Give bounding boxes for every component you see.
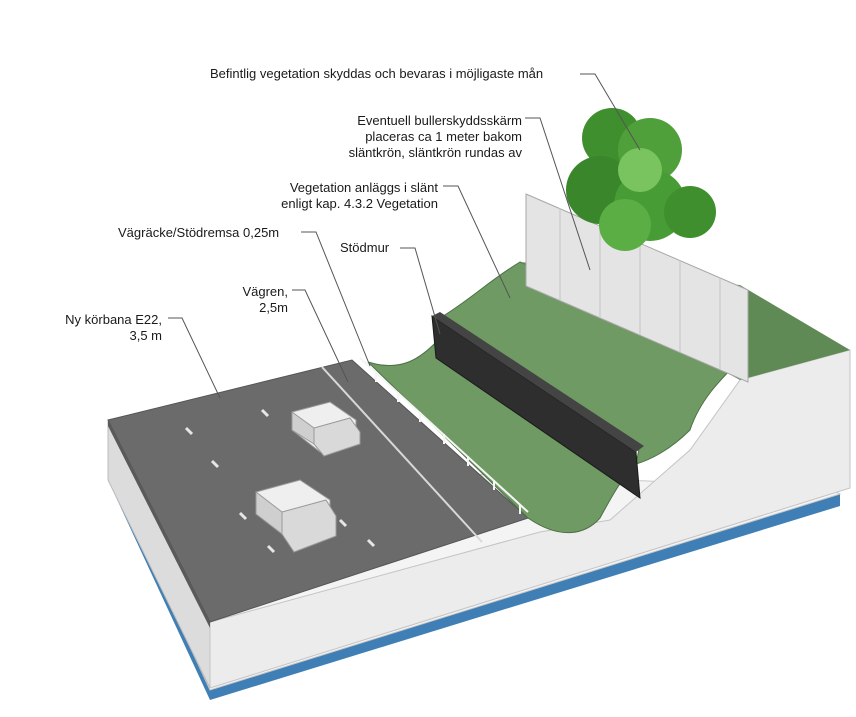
- leader-shoulder: [292, 289, 349, 383]
- leader-vegetation-slope: [443, 185, 511, 299]
- label-carriageway: Ny körbana E22, 3,5 m: [50, 312, 162, 344]
- leader-guardrail: [301, 231, 371, 367]
- label-vegetation-slope-line1: Vegetation anläggs i slänt: [289, 180, 438, 195]
- noise-barrier: [525, 193, 749, 383]
- label-carriageway-line2: 3,5 m: [129, 328, 162, 343]
- label-carriageway-line1: Ny körbana E22,: [65, 312, 162, 327]
- tree: [566, 108, 716, 251]
- grass-upper-slope: [439, 261, 741, 465]
- leader-noise-barrier: [525, 117, 591, 271]
- label-vegetation-slope-line2: enligt kap. 4.3.2 Vegetation: [281, 196, 438, 211]
- label-noise-barrier-line2: placeras ca 1 meter bakom: [365, 129, 522, 144]
- label-guardrail: Vägräcke/Stödremsa 0,25m: [118, 225, 280, 240]
- label-retaining-wall: Stödmur: [340, 240, 390, 255]
- label-vegetation-slope: Vegetation anläggs i slänt enligt kap. 4…: [245, 180, 438, 212]
- label-shoulder-line1: Vägren,: [242, 284, 288, 299]
- leader-lines: [168, 73, 641, 399]
- label-noise-barrier-line3: släntkrön, släntkrön rundas av: [348, 145, 522, 160]
- leader-vegetation-existing: [580, 73, 641, 151]
- label-vegetation-existing: Befintlig vegetation skyddas och bevaras…: [210, 66, 544, 81]
- car-lower: [255, 479, 337, 553]
- guardrail: [359, 357, 529, 514]
- label-shoulder-line2: 2,5m: [259, 300, 288, 315]
- retaining-wall-top: [432, 312, 644, 452]
- grass-lower-slope: [367, 337, 637, 534]
- label-noise-barrier-line1: Eventuell bullerskyddsskärm: [357, 113, 522, 128]
- shoulder-line: [321, 366, 483, 543]
- road-edge-left: [108, 420, 210, 628]
- noise-barrier-texture: [559, 208, 721, 370]
- leader-carriageway: [168, 317, 221, 399]
- label-shoulder: Vägren, 2,5m: [210, 284, 288, 316]
- car-upper: [291, 401, 361, 457]
- leader-retaining-wall: [400, 247, 441, 335]
- label-noise-barrier: Eventuell bullerskyddsskärm placeras ca …: [315, 113, 522, 161]
